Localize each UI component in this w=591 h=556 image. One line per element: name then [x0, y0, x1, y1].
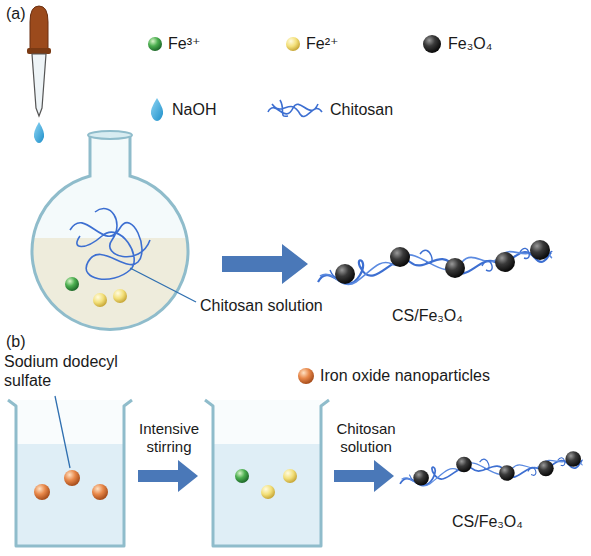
leader-label: Chitosan solution	[200, 296, 323, 315]
legend-text: Fe²⁺	[306, 34, 338, 53]
legend-text: Fe₃O₄	[448, 34, 492, 53]
leader-label: Sodium dodecyl sulfate	[4, 352, 144, 390]
panel-label: (a)	[6, 4, 26, 23]
product-label: CS/Fe₃O₄	[392, 306, 463, 325]
arrow-label: Intensive stirring	[136, 420, 202, 456]
arrow-label: Chitosan solution	[330, 420, 402, 456]
product-label: CS/Fe₃O₄	[452, 512, 523, 531]
legend-text: Iron oxide nanoparticles	[320, 366, 490, 385]
panel-label: (b)	[6, 332, 26, 351]
legend-text: Fe³⁺	[168, 34, 200, 53]
legend-text: Chitosan	[330, 100, 393, 119]
legend-text: NaOH	[172, 100, 216, 119]
